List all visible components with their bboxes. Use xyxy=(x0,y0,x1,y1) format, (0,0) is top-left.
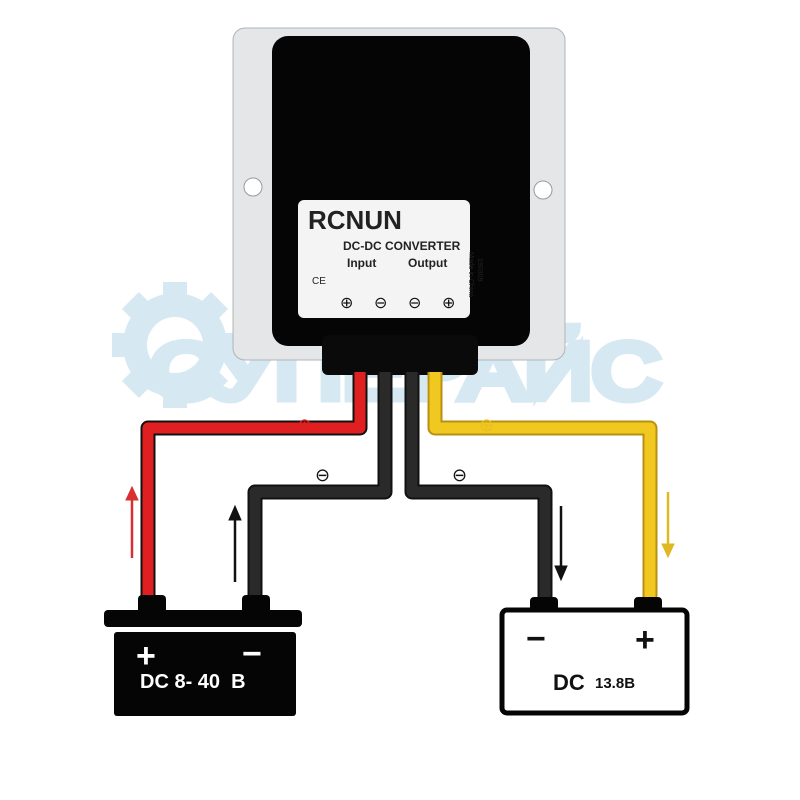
input-voltage-label: DC 8- 40 B xyxy=(140,671,246,693)
arrow-up-icon xyxy=(125,485,139,558)
output-voltage-prefix: DC xyxy=(553,670,585,695)
battery-plus: + xyxy=(635,621,655,659)
gear-tooth xyxy=(121,291,154,324)
origin-text: Made in China xyxy=(467,252,474,297)
input-label: Input xyxy=(347,256,376,270)
battery-minus: − xyxy=(526,620,546,658)
mounting-hole-left xyxy=(243,177,263,197)
ce-mark: CE xyxy=(312,276,326,287)
device-label xyxy=(298,200,470,318)
gear-tooth xyxy=(163,388,187,408)
arrow-down-icon xyxy=(554,506,568,582)
input-positive-symbol: ⊕ xyxy=(297,415,312,435)
mounting-hole-right xyxy=(533,180,553,200)
arrow-down-icon xyxy=(661,492,675,559)
terminal-symbol: ⊕ xyxy=(442,295,455,312)
terminal-symbol: ⊕ xyxy=(340,295,353,312)
brand-name: RCNUN xyxy=(308,205,402,235)
gear-tooth xyxy=(196,291,229,324)
terminal-symbol: ⊖ xyxy=(374,295,387,312)
arrow-up-icon xyxy=(228,504,242,582)
cable-gland xyxy=(322,335,478,375)
model-name: DC-DC CONVERTER xyxy=(343,239,461,253)
output-negative-symbol: ⊖ xyxy=(452,465,467,485)
gear-tooth xyxy=(196,366,229,399)
output-voltage-value: 13.8B xyxy=(595,675,635,692)
battery-minus: − xyxy=(242,635,262,673)
gear-tooth xyxy=(163,282,187,302)
gear-tooth xyxy=(121,366,154,399)
batch-number: 190309 xyxy=(476,258,483,281)
output-positive-symbol: ⊕ xyxy=(479,415,494,435)
gear-tooth xyxy=(112,333,132,357)
output-label: Output xyxy=(408,256,447,270)
output-battery: − + DC 13.8B xyxy=(499,597,690,716)
terminal-symbol: ⊖ xyxy=(408,295,421,312)
battery-plus: + xyxy=(136,637,156,675)
input-battery: + − DC 8- 40 B xyxy=(104,595,302,716)
converter-device: RCNUN DC-DC CONVERTER Input Output CE 19… xyxy=(232,27,566,375)
input-negative-symbol: ⊖ xyxy=(315,465,330,485)
